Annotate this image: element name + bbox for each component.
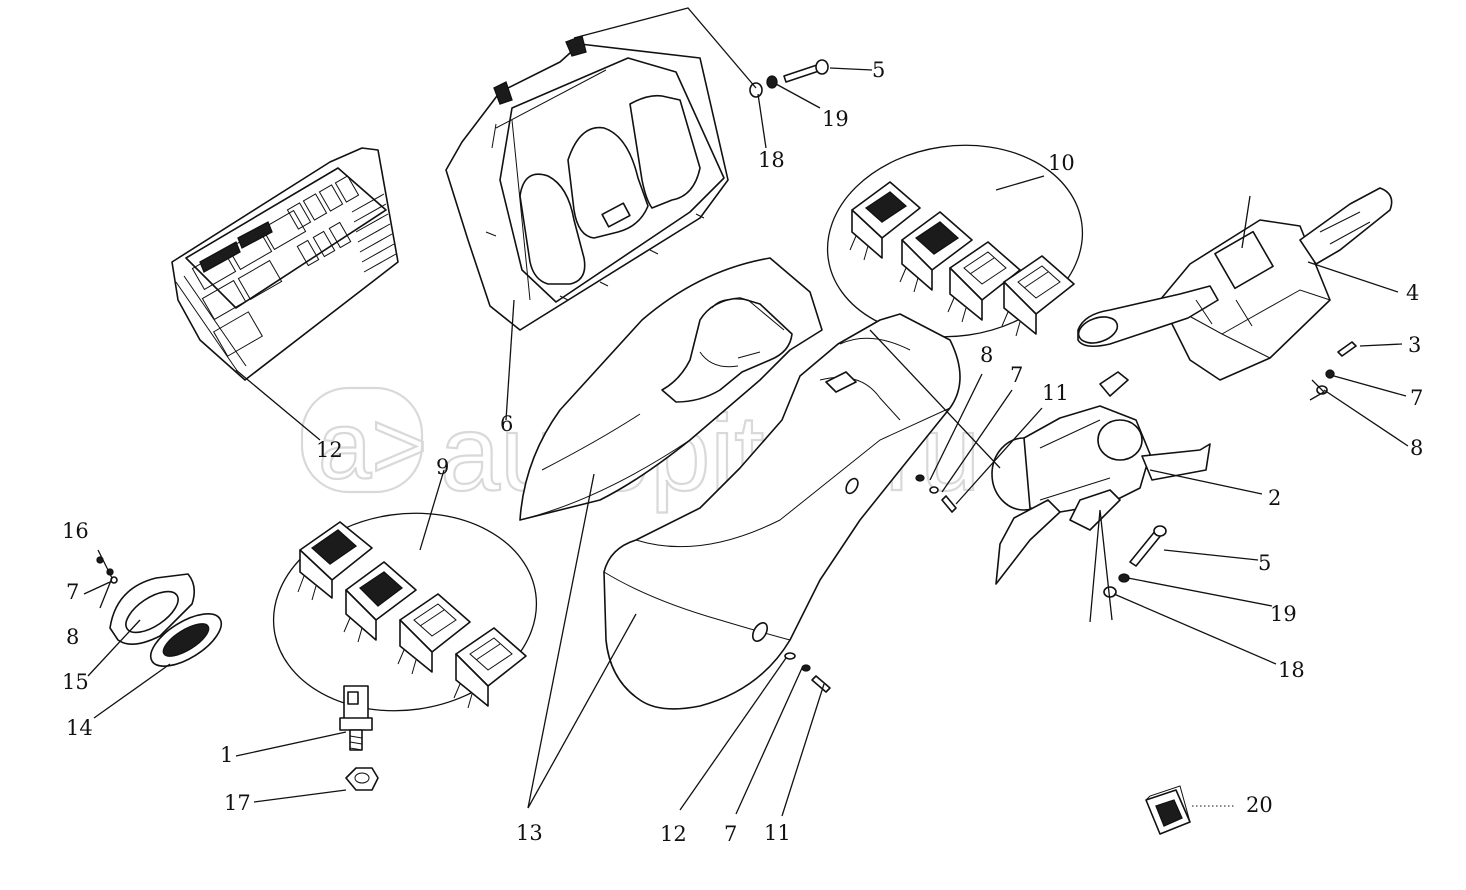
callout-10: 10 — [1048, 151, 1075, 175]
callout-4: 4 — [1406, 281, 1419, 305]
callout-2: 2 — [1268, 486, 1281, 510]
leader-lines — [83, 7, 1409, 817]
hex-nut — [345, 767, 379, 791]
callout-8: 8 — [66, 625, 79, 649]
callout-8: 8 — [980, 343, 993, 367]
rocker-switch — [849, 181, 921, 261]
callout-6: 6 — [500, 412, 513, 436]
switch-group-left — [272, 512, 538, 712]
rocker-switch — [947, 241, 1021, 323]
callout-5: 5 — [872, 58, 885, 82]
callout-11: 11 — [1042, 381, 1069, 405]
callout-19: 19 — [822, 107, 849, 131]
callout-3: 3 — [1408, 333, 1421, 357]
callout-7: 7 — [66, 580, 79, 604]
rocker-switch — [899, 211, 973, 293]
callout-12: 12 — [660, 822, 687, 846]
callout-labels: 5 19 18 10 4 3 7 8 2 5 19 18 8 7 11 12 6… — [62, 58, 1423, 846]
combination-switch — [1077, 187, 1393, 381]
callout-7: 7 — [724, 822, 737, 846]
rocker-switch — [1001, 255, 1075, 337]
cover-plate — [109, 573, 196, 645]
callout-7: 7 — [1410, 386, 1423, 410]
callout-7: 7 — [1010, 363, 1023, 387]
callout-19: 19 — [1270, 602, 1297, 626]
rocker-switch — [297, 521, 373, 601]
small-switch — [1145, 785, 1191, 835]
watermark-logo-frame — [300, 386, 424, 494]
gasket — [149, 613, 223, 667]
fuse-relay-box — [171, 147, 399, 381]
callout-1: 1 — [220, 743, 233, 767]
column-shroud-upper — [519, 257, 823, 521]
callout-15: 15 — [62, 670, 89, 694]
callout-14: 14 — [66, 716, 93, 740]
fasteners — [96, 59, 1357, 693]
callout-17: 17 — [224, 791, 251, 815]
rocker-switch — [453, 627, 527, 709]
column-shroud-lower — [603, 313, 961, 710]
callout-20: 20 — [1246, 793, 1273, 817]
ignition-switch — [991, 371, 1211, 585]
callout-11: 11 — [764, 821, 791, 845]
callout-16: 16 — [62, 519, 89, 543]
callout-18: 18 — [758, 148, 785, 172]
callout-5: 5 — [1258, 551, 1271, 575]
callout-13: 13 — [516, 821, 543, 845]
switch-group-right — [826, 144, 1084, 338]
pressure-sensor — [339, 685, 373, 751]
callout-9: 9 — [436, 455, 449, 479]
rocker-switch — [397, 593, 471, 675]
callout-12: 12 — [316, 438, 343, 462]
watermark-logo-glyph: a> — [318, 392, 427, 499]
instrument-cluster — [445, 35, 729, 331]
rocker-switch — [343, 561, 417, 643]
callout-8: 8 — [1410, 436, 1423, 460]
callout-18: 18 — [1278, 658, 1305, 682]
